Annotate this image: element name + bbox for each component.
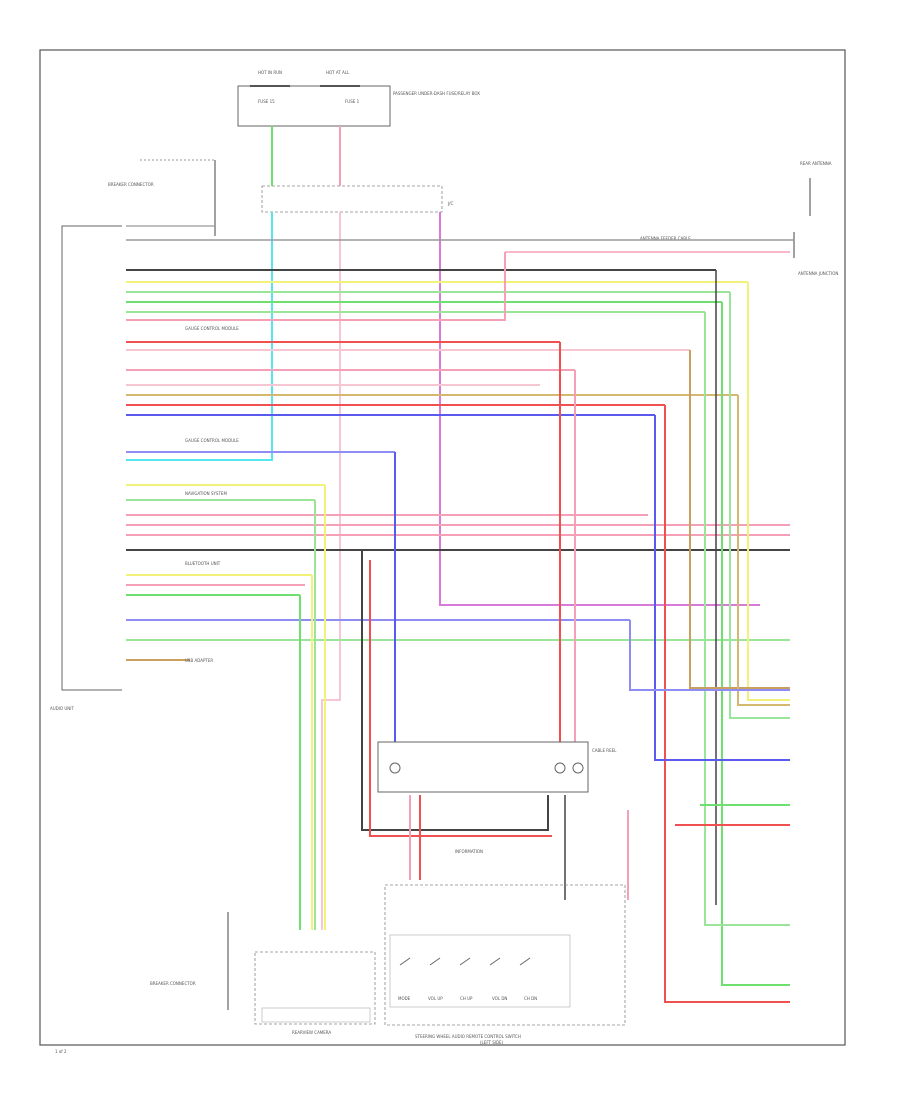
component-labels: GAUGE CONTROL MODULE GAUGE CONTROL MODUL… [185, 326, 239, 663]
gauge-connector-label: GAUGE CONTROL MODULE [185, 326, 239, 331]
rear-antenna: REAR ANTENNA ANTENNA JUNCTION ANTENNA FE… [640, 161, 838, 276]
rearview-camera-label: REARVIEW CAMERA [292, 1030, 331, 1035]
rear-antenna-label: REAR ANTENNA [800, 161, 832, 166]
wire-pink-main [321, 212, 341, 930]
switch-ch-dn-label: CH DN [524, 996, 537, 1001]
switch-ch-up-label: CH UP [460, 996, 473, 1001]
fuse-box: HOT IN RUN HOT AT ALL FUSE 15 FUSE 1 PAS… [237, 70, 480, 127]
switch-mode-label: MODE [398, 996, 411, 1001]
wire-drop-lblue [629, 620, 790, 691]
wire-loop-red [369, 560, 552, 837]
wire-drop-brown [689, 350, 790, 689]
rearview-camera: REARVIEW CAMERA BREAKER CONNECTOR [150, 912, 376, 1035]
fuse-15-label: FUSE 15 [258, 99, 275, 104]
steering-title: STEERING WHEEL AUDIO REMOTE CONTROL SWIT… [415, 1034, 521, 1039]
bluetooth-label: BLUETOOTH UNIT [185, 561, 221, 566]
wire-drop-red2 [664, 405, 790, 1003]
wire-drop-blue [654, 415, 790, 761]
diagram-frame [39, 49, 846, 1046]
wire-drop-lg [729, 292, 790, 719]
wire-pink-up [126, 252, 506, 321]
wire-loop-black [361, 550, 549, 831]
hot-in-run-label: HOT IN RUN [258, 70, 282, 75]
breaker-connector-bottom-label: BREAKER CONNECTOR [150, 981, 196, 986]
hot-at-all-label: HOT AT ALL [326, 70, 350, 75]
j-c-label: J/C [447, 201, 454, 206]
switch-vol-up-label: VOL UP [428, 996, 443, 1001]
audio-unit-label: AUDIO UNIT [50, 706, 74, 711]
antenna-junction-label: ANTENNA JUNCTION [798, 271, 838, 276]
wires-layer [126, 126, 794, 1003]
usb-label: USB ADAPTER [185, 658, 213, 663]
wire-drop-olive [737, 395, 790, 706]
passenger-fuse-box-label: PASSENGER UNDER-DASH FUSE/RELAY BOX [393, 91, 480, 96]
wire-cyan [126, 212, 273, 461]
wire-drop-green [721, 302, 790, 986]
cable-reel-label: CABLE REEL [592, 748, 617, 753]
cable-reel: CABLE REEL [377, 741, 617, 793]
fuse-1-label: FUSE 1 [345, 99, 360, 104]
audio-unit-connector: AUDIO UNIT [50, 225, 122, 711]
wire-drop-yellow [747, 282, 790, 701]
breaker-connector-label: BREAKER CONNECTOR [108, 182, 154, 187]
steering-subtitle: (LEFT SIDE) [480, 1040, 504, 1045]
wire-drop-lg2 [704, 312, 790, 926]
breaker-connector-top: BREAKER CONNECTOR [108, 159, 216, 236]
info-switch-label: INFORMATION [455, 849, 483, 854]
footer-code: 1 of 2 [55, 1049, 67, 1054]
navigation-label: NAVIGATION SYSTEM [185, 491, 227, 496]
steering-switch: MODE VOL UP CH UP VOL DN CH DN STEERING … [384, 849, 626, 1045]
junction-connector: J/C [261, 185, 454, 213]
antenna-feeder-label: ANTENNA FEEDER CABLE [640, 236, 691, 241]
switch-vol-dn-label: VOL DN [492, 996, 507, 1001]
gauge-connector-label-2: GAUGE CONTROL MODULE [185, 438, 239, 443]
